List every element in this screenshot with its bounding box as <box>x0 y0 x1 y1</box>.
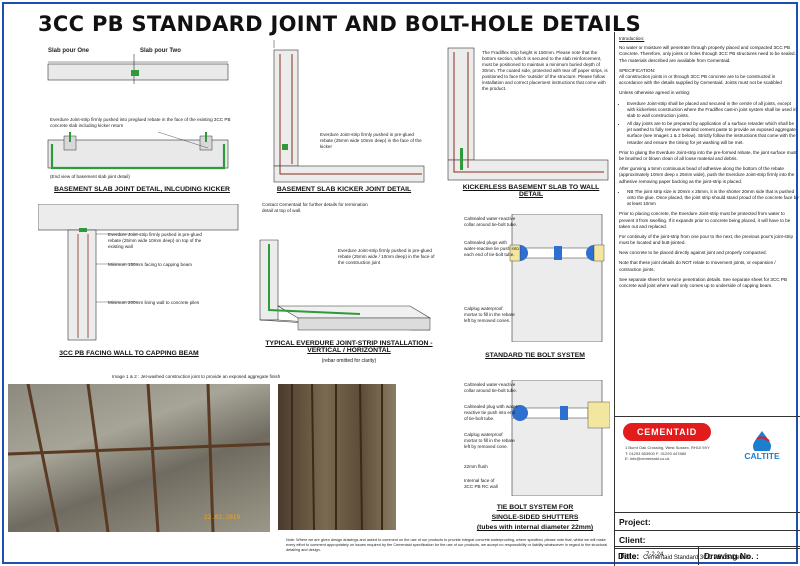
facing-wall-note-3: Minimum 200mm lining wall to concrete pi… <box>108 300 200 305</box>
drawing-no-label: Drawing No. : <box>704 551 759 561</box>
tie-bolt-note-3: Calplug waterproof mortar to fill in the… <box>464 306 515 323</box>
installation-caption: TYPICAL EVERDURE JOINT-STRIP INSTALLATIO… <box>265 340 433 354</box>
caltite-logo: CALTITE <box>739 429 785 465</box>
single-sided-note-3: Calplug waterproof mortar to fill in the… <box>464 432 515 449</box>
basement-slab-caption: BASEMENT SLAB JOINT DETAIL, INLCUDING KI… <box>54 186 230 193</box>
date-row: Date: 7-2-24 Drawing No. : <box>614 546 800 565</box>
notes-bullet-3: NB The joint strip size is 20mm x 25mm, … <box>627 189 799 208</box>
client-field: Client: <box>615 530 800 548</box>
tie-bolt-diagram <box>509 214 605 342</box>
notes-bullet-1: Everdure Joint-strip shall be placed and… <box>627 101 799 120</box>
facing-wall-note-2: Minimum 150mm facing to capping beam <box>108 262 193 267</box>
slab-pour-two-label: Slab pour Two <box>140 48 181 54</box>
notes-p7: Prior to placing concrete, the Everdure … <box>619 211 791 229</box>
date-label: Date: <box>618 551 640 561</box>
brand-block: CEMENTAID 1 Burnt Oak Crossing, West Sus… <box>615 416 800 512</box>
facing-wall-note-1: Everdure Joint-strip firmly pushed in pr… <box>108 232 202 249</box>
photos-caption: Image 1 & 2 : Jet-washed construction jo… <box>112 374 281 379</box>
installation-note-top: Contact Cementaid for further details fo… <box>262 202 368 213</box>
email-line: E: info@cementaid.co.uk <box>625 456 670 462</box>
title-label: Title: <box>619 551 640 561</box>
tie-bolt-note-2: CalSealed plugs with water-reactive tie … <box>464 240 519 257</box>
title-field: Title:Cementaid Standard 3CC PB JS Detai… <box>615 548 800 562</box>
kickerless-caption: KICKERLESS BASEMENT SLAB TO WALL DETAIL <box>462 184 600 198</box>
specification-notes: Introduction: No water or moisture will … <box>619 36 799 293</box>
tie-bolt-note-1: CalSealed water-reactive collar around t… <box>464 216 518 227</box>
phone-line: T: 01293 653900 F: 01293 447880 <box>625 450 687 456</box>
disclaimer: Note: Where we are given design drawings… <box>286 538 608 553</box>
installation-diagram <box>259 239 432 331</box>
notes-p9: New concrete to be placed directly again… <box>619 250 767 256</box>
cementaid-logo: CEMENTAID <box>623 423 711 441</box>
notes-bullet-2: All day joints are to be prepared by app… <box>627 121 799 146</box>
photo-jet-washed-joint-1: 22.02.2019 <box>8 384 270 532</box>
basement-slab-diagram <box>47 54 229 170</box>
kicker-diagram <box>273 40 425 183</box>
project-label: Project: <box>619 517 651 527</box>
notes-p2: SPECIFICATION: <box>619 67 656 73</box>
notes-p3: All construction joints in or through 3C… <box>619 73 782 86</box>
slab-pour-one-label: Slab pour One <box>48 48 90 54</box>
single-sided-note-2: CalSealed plug with water-reactive tie p… <box>464 404 519 421</box>
notes-p5: Prior to gluing the Everdure Joint-strip… <box>619 149 797 161</box>
basement-slab-note: Everdure Joint-strip firmly pushed into … <box>50 117 231 128</box>
notes-p1: No water or moisture will penetrate thro… <box>619 45 796 63</box>
address-line: 1 Burnt Oak Crossing, West Sussex, RH10 … <box>625 445 710 450</box>
project-field: Project: <box>615 512 800 530</box>
tie-bolt-caption: STANDARD TIE BOLT SYSTEM <box>485 352 585 359</box>
photo-jet-washed-joint-2 <box>278 384 396 530</box>
kicker-caption: BASEMENT SLAB KICKER JOINT DETAIL <box>276 186 412 193</box>
client-label: Client: <box>619 535 646 545</box>
kicker-note: Everdure Joint-strip firmly pushed in pr… <box>320 132 422 149</box>
notes-p10: Note that these joint details do NOT rel… <box>619 260 776 272</box>
single-sided-caption-3: (tubes with internal diameter 22mm) <box>476 524 594 531</box>
facing-wall-diagram <box>38 204 239 341</box>
date-value: 7-2-24 <box>646 552 664 558</box>
company-address: 1 Burnt Oak Crossing, West Sussex, RH10 … <box>625 445 710 462</box>
basement-slab-subnote: (End view of basement slab joint detail) <box>50 174 130 179</box>
caltite-wordmark: CALTITE <box>744 451 780 461</box>
installation-note: Everdure Joint-strip firmly pushed in pr… <box>338 248 435 265</box>
installation-subcaption: (rebar omitted for clarity) <box>321 358 377 364</box>
single-sided-caption-1: TIE BOLT SYSTEM FOR <box>496 504 574 511</box>
date-divider <box>698 547 699 565</box>
facing-wall-caption: 3CC PB FACING WALL TO CAPPING BEAM <box>59 350 199 357</box>
kickerless-note: The Fradiflex strip height is 150mm. Ple… <box>482 50 608 91</box>
single-sided-diagram <box>511 380 610 496</box>
notes-p8: For continuity of the joint-strip from o… <box>619 233 793 246</box>
page-title: 3CC PB STANDARD JOINT AND BOLT-HOLE DETA… <box>38 12 642 36</box>
water-drop-icon <box>753 431 771 455</box>
right-panel: Introduction: No water or moisture will … <box>614 32 800 566</box>
kickerless-diagram <box>447 47 609 181</box>
single-sided-note-5: Internal face of 3CC PB RC wall <box>464 478 498 489</box>
notes-heading: Introduction: <box>619 36 645 41</box>
photo-date-stamp: 22.02.2019 <box>204 514 241 521</box>
notes-p6: After gunning a 5mm continuous bead of a… <box>619 166 795 184</box>
single-sided-note-1: CalSealed water-reactive collar around t… <box>464 382 518 393</box>
notes-p4: Unless otherwise agreed in writing: <box>619 90 691 96</box>
single-sided-caption-2: SINGLE-SIDED SHUTTERS <box>491 514 579 521</box>
title-value: Cementaid Standard 3CC PB JS Details <box>643 555 751 561</box>
single-sided-note-4: 22mm flush <box>464 464 488 469</box>
notes-p11: See separate sheet for service penetrati… <box>619 276 788 288</box>
